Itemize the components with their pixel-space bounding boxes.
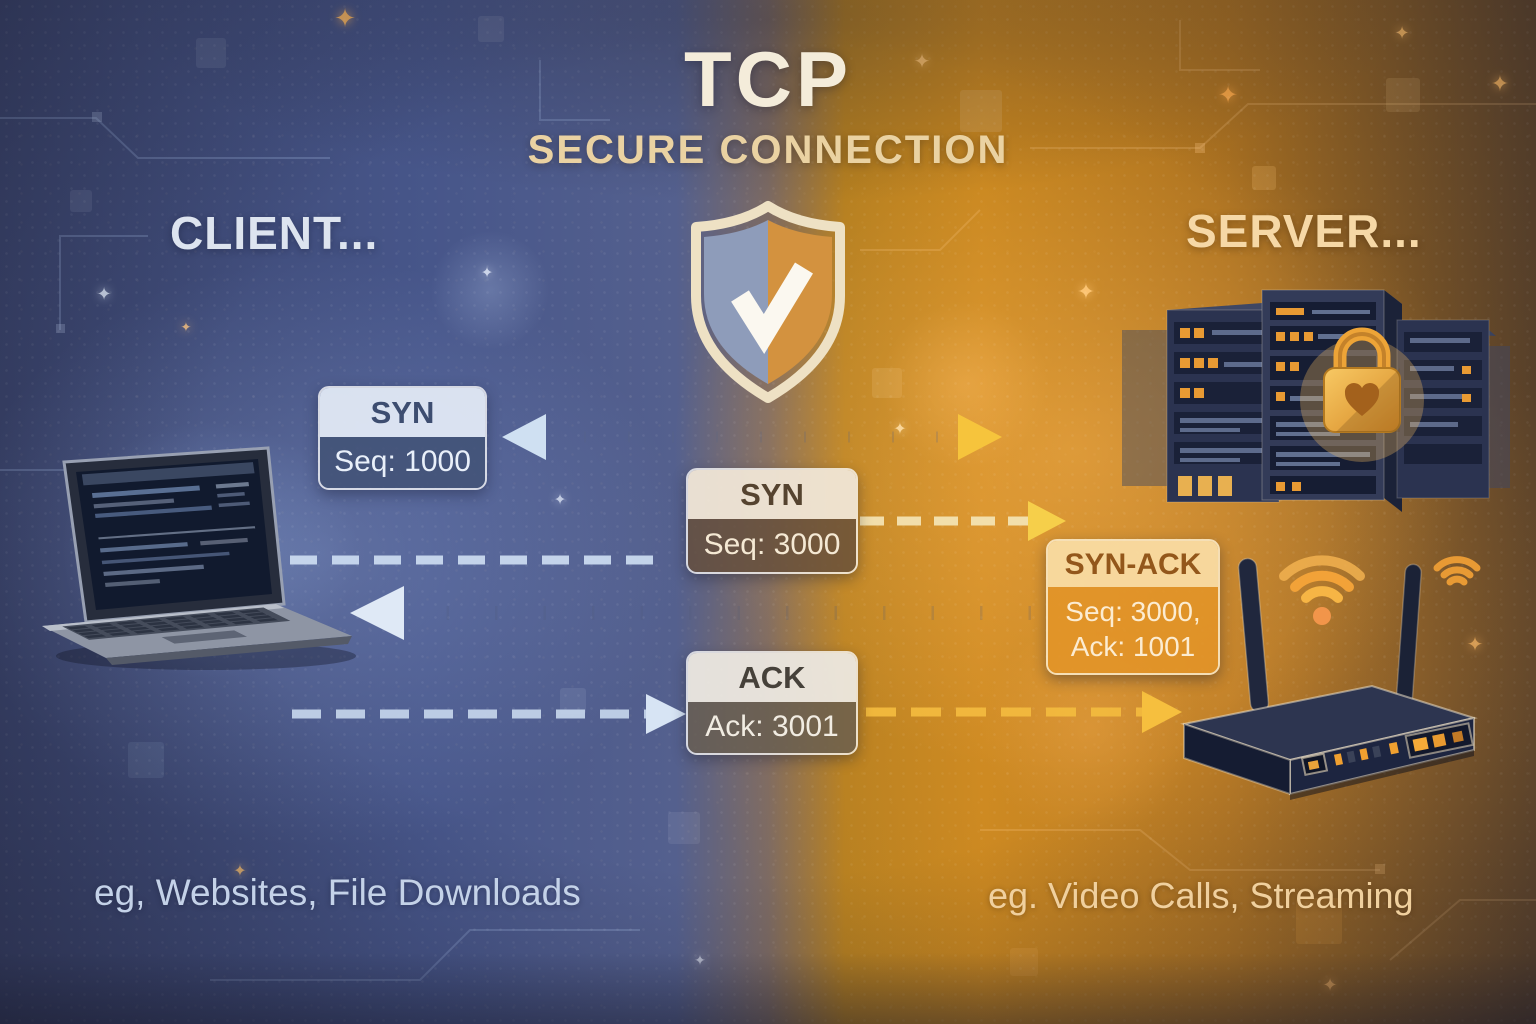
deco-square [1010,948,1038,976]
deco-square [478,16,504,42]
page-title: TCP [684,35,852,123]
glow [430,230,550,350]
arrow-synack-solid [350,586,1040,640]
message-box-syn-2: SYN Seq: 3000 [686,468,858,574]
message-detail-line2: Ack: 1001 [1070,631,1196,662]
deco-square [1386,78,1420,112]
message-detail: Ack: 3001 [688,702,856,753]
deco-square [1296,898,1342,944]
message-label: ACK [688,653,856,702]
message-label: SYN [320,388,485,437]
deco-square [70,190,92,212]
deco-square [128,742,164,778]
deco-square [1252,166,1276,190]
message-box-syn-ack: SYN-ACK Seq: 3000, Ack: 1001 [1046,539,1220,675]
message-label: SYN [688,470,856,519]
client-label: CLIENT... [170,207,379,259]
wifi-router-icon [1180,555,1481,800]
arrow-syn-dashed [290,501,1066,565]
arrow-ack-dashed [292,691,1182,734]
laptop-icon [42,446,356,670]
server-example-text: eg. Video Calls, Streaming [988,875,1414,916]
message-box-syn-1: SYN Seq: 1000 [318,386,487,490]
deco-square [960,90,1002,132]
server-label: SERVER... [1186,205,1422,257]
wifi-signal-icon [1433,556,1481,586]
deco-square [196,38,226,68]
shield-checkmark-icon [691,201,845,403]
server-rack-icon [1122,289,1510,512]
deco-square [668,812,700,844]
message-label: SYN-ACK [1048,541,1218,587]
client-example-text: eg, Websites, File Downloads [94,872,581,913]
message-detail: Seq: 1000 [320,437,485,488]
deco-square [872,368,902,398]
padlock-heart-icon [1300,327,1424,462]
message-box-ack: ACK Ack: 3001 [686,651,858,755]
arrow-syn-solid-double [502,414,1002,460]
message-detail: Seq: 3000, Ack: 1001 [1048,587,1218,673]
wifi-signal-icon [1279,555,1365,625]
page-subtitle: SECURE CONNECTION [527,128,1009,172]
message-detail-line1: Seq: 3000, [1065,596,1201,627]
message-detail: Seq: 3000 [688,519,856,572]
